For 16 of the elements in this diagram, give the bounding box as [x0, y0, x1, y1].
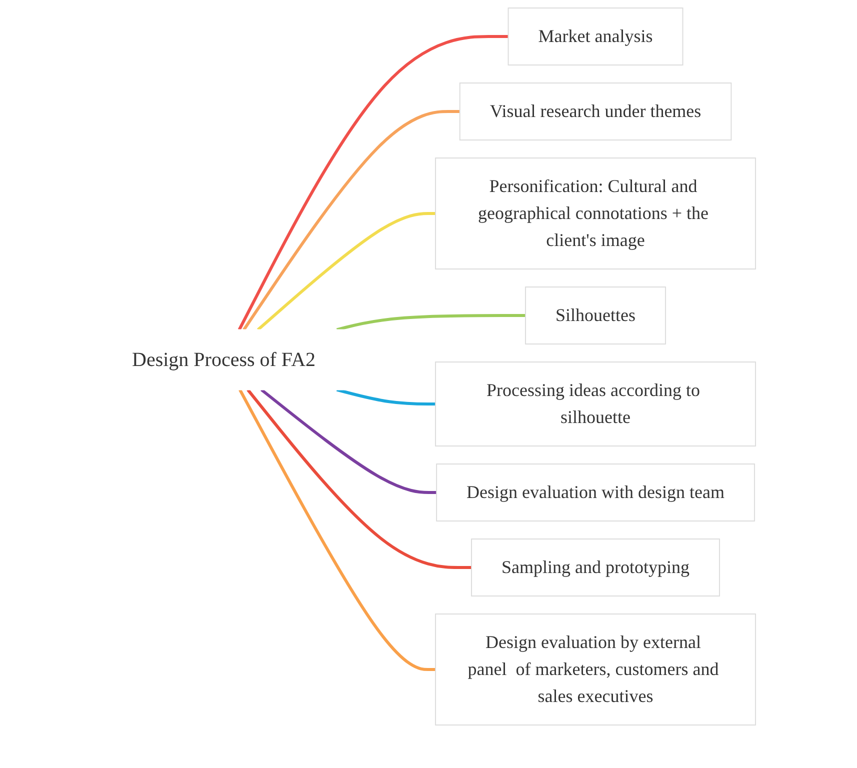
node-box: Personification: Cultural and geographical connotations + the client's image: [434, 158, 756, 270]
connector: [246, 388, 472, 569]
node-box: Sampling and prototyping: [470, 538, 720, 596]
node-box: Design evaluation with design team: [436, 464, 755, 522]
connector: [242, 110, 460, 331]
node-box: Design evaluation by external panel of marketers, customers and sales executives: [434, 614, 756, 726]
connector: [260, 388, 436, 494]
node-box: Silhouettes: [524, 286, 666, 344]
connector: [256, 212, 436, 331]
connector: [336, 388, 436, 406]
connector: [238, 35, 508, 330]
node-box: Processing ideas according to silhouette: [434, 362, 756, 446]
connector: [238, 389, 436, 671]
node-box: Visual research under themes: [459, 82, 732, 140]
node-box: Market analysis: [508, 8, 683, 66]
connector: [336, 314, 526, 332]
